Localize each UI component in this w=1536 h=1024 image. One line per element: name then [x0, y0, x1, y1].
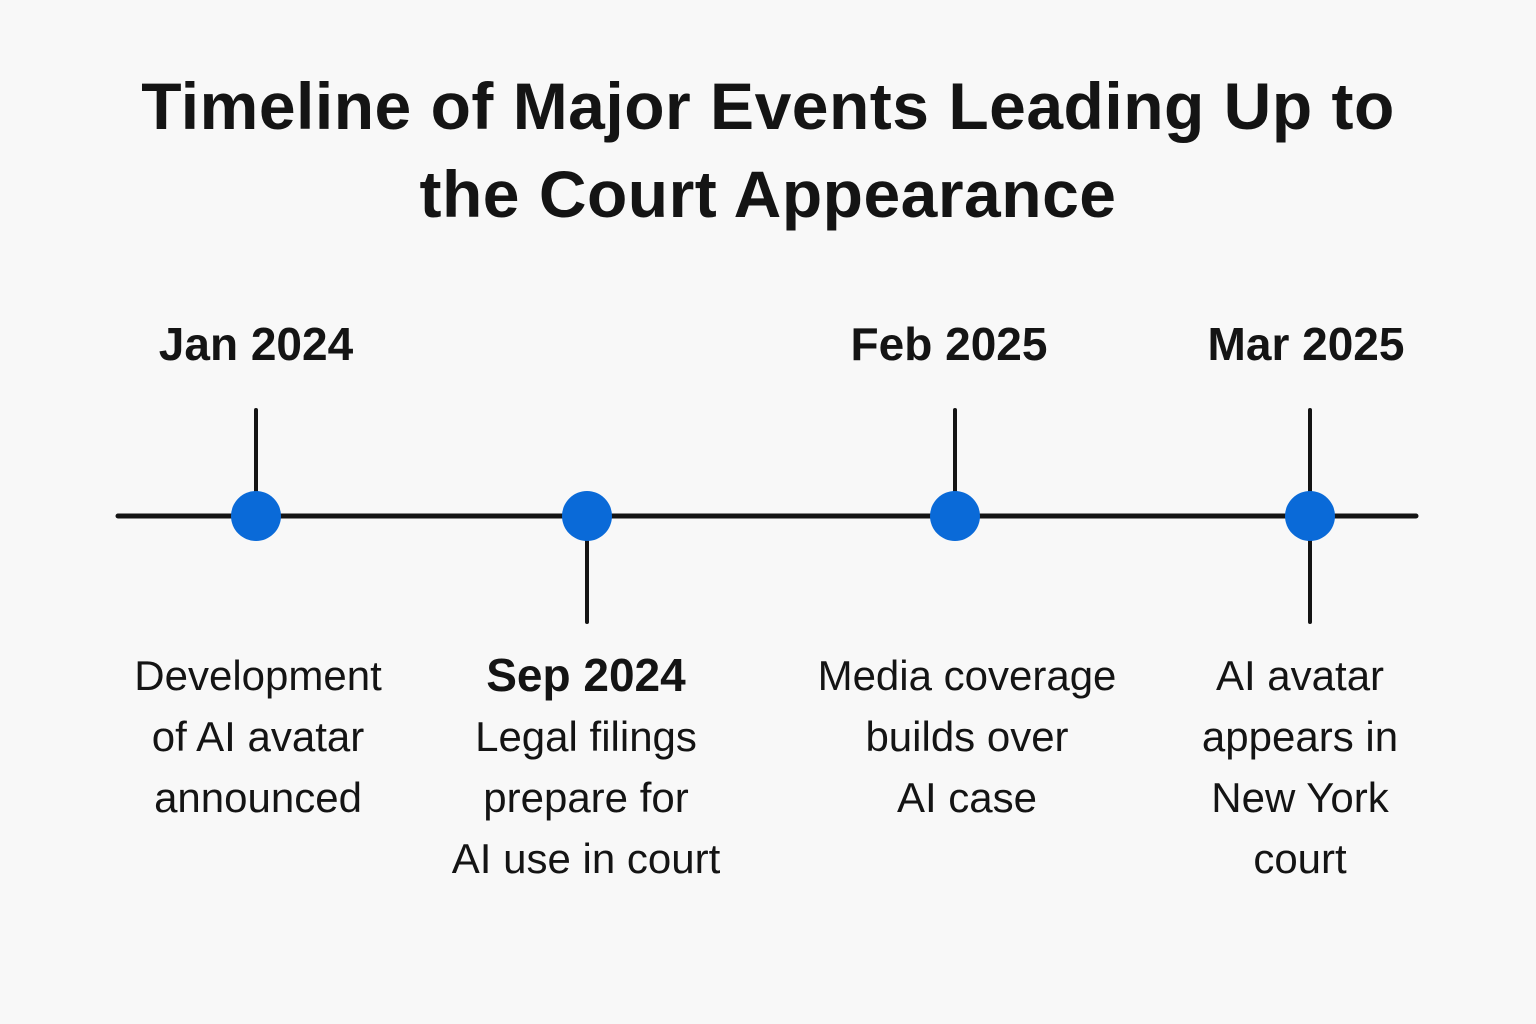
event-4-desc-line: AI avatar [1215, 652, 1385, 699]
event-3-desc-line: AI case [896, 774, 1038, 821]
event-description-1: Development of AI avatar announced [93, 645, 423, 828]
event-marker-dot [930, 491, 980, 541]
event-1-desc-line: Development [134, 652, 382, 699]
event-1-desc-line: announced [154, 774, 362, 821]
page-title: Timeline of Major Events Leading Up to t… [0, 62, 1536, 238]
event-2-desc-line: AI use in court [451, 835, 721, 882]
title-line-2: the Court Appearance [419, 157, 1117, 231]
event-date-feb-2025: Feb 2025 [850, 318, 1048, 370]
event-date-jan-2024: Jan 2024 [158, 318, 354, 370]
event-2-desc-line: prepare for [483, 774, 689, 821]
event-date-mar-2025: Mar 2025 [1207, 318, 1405, 370]
event-3-desc-line: builds over [865, 713, 1069, 760]
event-3-desc-line: Media coverage [817, 652, 1117, 699]
event-description-4: AI avatar appears in New York court [1135, 645, 1465, 889]
event-4-desc-line: New York [1211, 774, 1389, 821]
event-marker-dot [562, 491, 612, 541]
event-date-sep-2024: Sep 2024 [486, 649, 686, 701]
event-1-desc-line: of AI avatar [151, 713, 365, 760]
event-4-desc-line: appears in [1201, 713, 1399, 760]
event-marker-dot [1285, 491, 1335, 541]
event-description-3: Media coverage builds over AI case [802, 645, 1132, 828]
event-marker-dot [231, 491, 281, 541]
event-2-desc-line: Legal filings [475, 713, 697, 760]
event-description-2: Sep 2024 Legal filings prepare for AI us… [421, 645, 751, 889]
event-4-desc-line: court [1253, 835, 1347, 882]
title-line-1: Timeline of Major Events Leading Up to [141, 69, 1395, 143]
